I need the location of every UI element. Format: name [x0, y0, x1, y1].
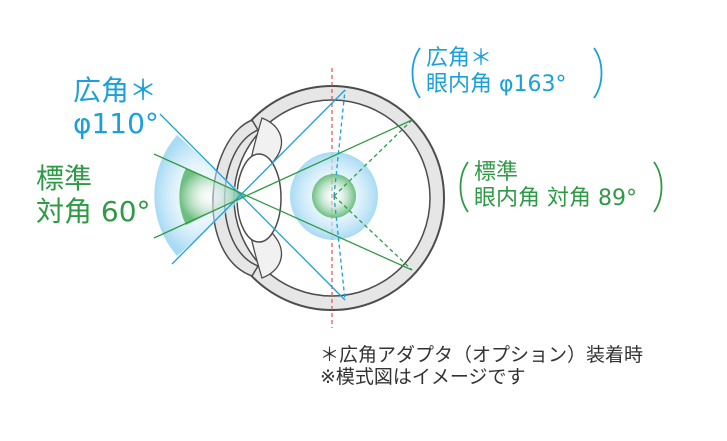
- wide-right-line1: 広角＊: [426, 46, 493, 71]
- wide-right-line2: 眼内角 φ163°: [426, 71, 567, 97]
- wide-angle-rays: [159, 89, 346, 301]
- paren-std-close: [653, 161, 663, 213]
- wide-angle-label-right: 広角＊ 眼内角 φ163°: [426, 46, 567, 98]
- std-left-line1: 標準: [36, 162, 93, 195]
- std-right-line2: 眼内角 対角 89°: [474, 185, 637, 211]
- std-left-line2: 対角 60°: [36, 195, 151, 229]
- wide-angle-label-left: 広角＊ φ110°: [73, 74, 159, 140]
- std-right-line1: 標準: [474, 160, 519, 185]
- standard-label-left: 標準 対角 60°: [36, 162, 151, 228]
- note-wide-adapter: ＊広角アダプタ（オプション）装着時: [320, 344, 644, 366]
- notes: ＊広角アダプタ（オプション）装着時 ※模式図はイメージです: [320, 344, 643, 389]
- paren-wide-close: [593, 47, 603, 99]
- note-schematic: ※模式図はイメージです: [320, 366, 526, 389]
- standard-rays: [153, 119, 413, 271]
- cornea: [212, 119, 260, 277]
- paren-std-open: [459, 161, 469, 213]
- standard-label-right: 標準 眼内角 対角 89°: [474, 160, 637, 212]
- wide-left-line1: 広角＊: [73, 74, 158, 107]
- standard-cone-external: [179, 168, 245, 225]
- paren-wide-open: [411, 47, 421, 99]
- wide-left-line2: φ110°: [73, 107, 159, 141]
